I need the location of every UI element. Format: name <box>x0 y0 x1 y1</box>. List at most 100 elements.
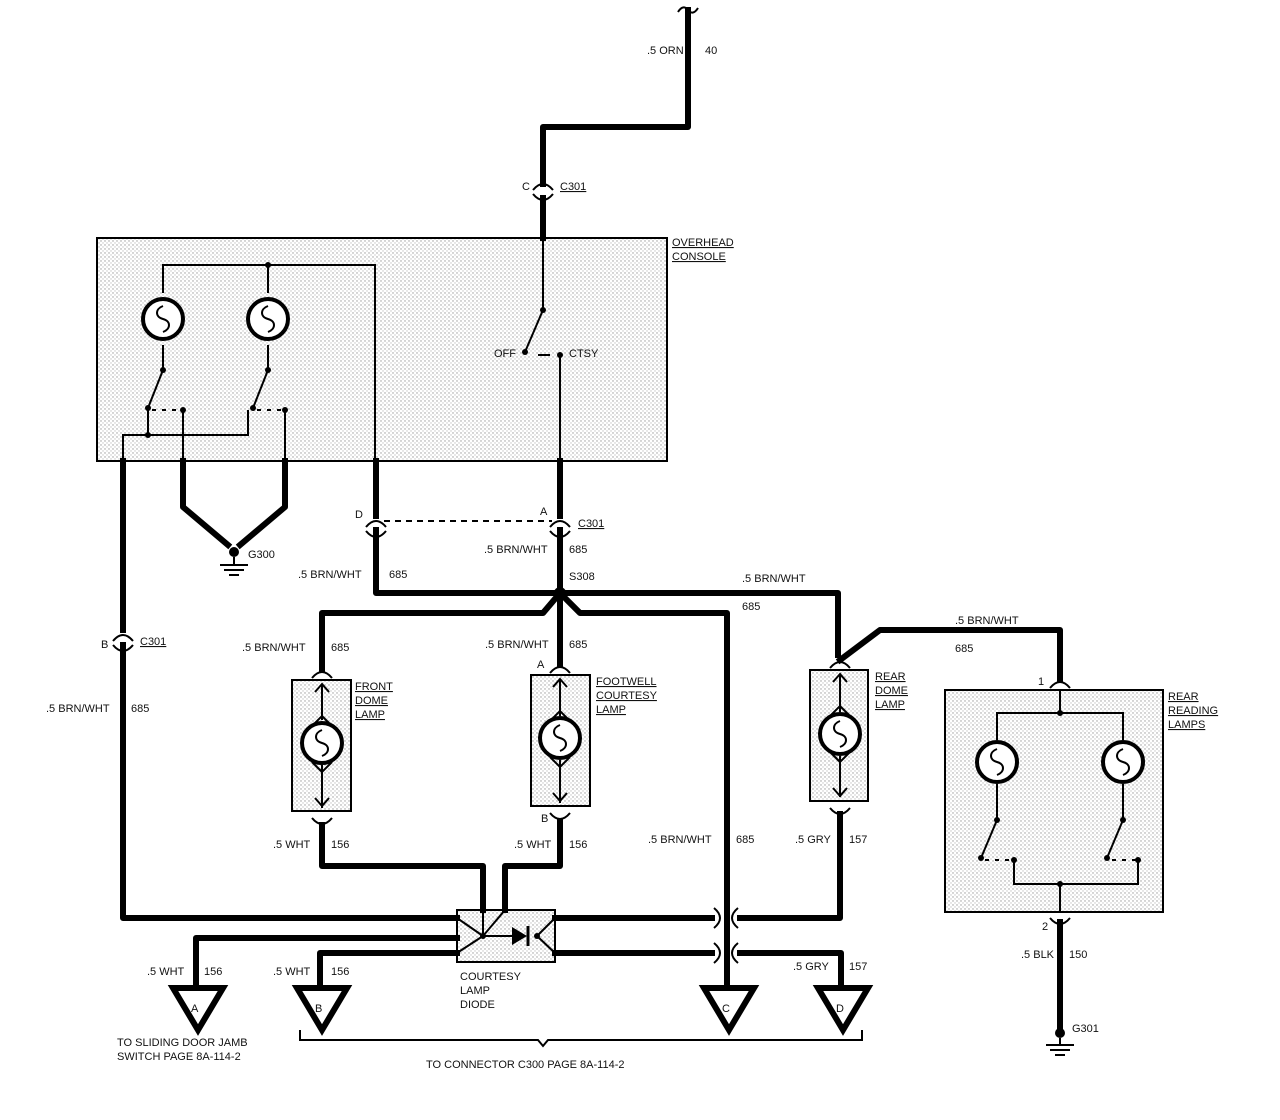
wire-to-front-dome <box>319 588 565 673</box>
label-d-circuit-157: 157 <box>849 961 867 973</box>
label-foot-pin-a: A <box>537 659 545 671</box>
label-overhead-console-2: CONSOLE <box>672 251 726 263</box>
inline-break-1-icon <box>713 907 721 929</box>
wire-g300-a <box>180 458 233 550</box>
label-switch-off: OFF <box>494 348 516 360</box>
label-pin-b-left: B <box>101 639 108 651</box>
label-s308: S308 <box>569 571 595 583</box>
wire-d-157 <box>737 950 844 988</box>
label-footwell-1: FOOTWELL <box>596 676 657 688</box>
label-pin-2: 2 <box>1042 921 1048 933</box>
wire-g300-b <box>235 458 288 550</box>
label-g301: G301 <box>1072 1023 1099 1035</box>
label-a-circuit: 156 <box>204 966 222 978</box>
label-foot-out-wire: .5 WHT <box>514 839 552 851</box>
label-footnote-a-1: TO SLIDING DOOR JAMB <box>117 1037 248 1049</box>
label-right-top-wire: .5 BRN/WHT <box>742 573 806 585</box>
label-right-top-circuit: 685 <box>742 601 760 613</box>
label-rear-reading-3: LAMPS <box>1168 719 1205 731</box>
label-c301-left: C301 <box>140 636 166 648</box>
internal-wiring <box>122 238 1139 954</box>
label-foot-wire: .5 BRN/WHT <box>485 639 549 651</box>
label-terminal-a: A <box>191 1003 199 1015</box>
terminals <box>167 985 874 1036</box>
wire-a-156 <box>193 935 460 988</box>
label-diode-3: DIODE <box>460 999 495 1011</box>
label-front-dome-3: LAMP <box>355 709 385 721</box>
label-front-out-wire: .5 WHT <box>273 839 311 851</box>
label-top-wire: .5 ORN <box>647 45 684 57</box>
label-terminal-b: B <box>315 1003 322 1015</box>
label-footwell-3: LAMP <box>596 704 626 716</box>
connector-c301-a-icon <box>549 520 571 528</box>
wire-to-rear-reading <box>835 627 1063 683</box>
wire-break-icon <box>677 6 699 14</box>
label-terminal-d: D <box>836 1003 844 1015</box>
label-rear-dome-2: DOME <box>875 685 908 697</box>
label-a-wire: .5 WHT <box>147 966 185 978</box>
inline-break-2-icon <box>713 942 721 964</box>
label-rear-dome-3: LAMP <box>875 699 905 711</box>
label-footwell-2: COURTESY <box>596 690 658 702</box>
label-c301-top: C301 <box>560 181 586 193</box>
label-far-left-circuit: 685 <box>131 703 149 715</box>
terminal-a-icon <box>167 985 229 1036</box>
overhead-console-box <box>96 237 668 462</box>
ground-g301-icon <box>1046 1028 1074 1056</box>
connector-c301-b-icon <box>112 634 134 642</box>
label-rear-dome-1: REAR <box>875 671 906 683</box>
label-diode-2: LAMP <box>460 985 490 997</box>
ground-g300-icon <box>220 547 248 576</box>
label-front-dome-1: FRONT <box>355 681 393 693</box>
label-c301-pin-c: C <box>522 181 530 193</box>
front-dome-bottom-connector-icon <box>311 817 333 825</box>
label-footnote-a-2: SWITCH PAGE 8A-114-2 <box>117 1051 241 1063</box>
connector-c301-d-icon <box>365 520 387 528</box>
terminal-b-icon <box>291 985 353 1036</box>
wire-d-lower <box>373 527 563 596</box>
rear-reading-pin1-icon <box>1049 681 1071 689</box>
rear-dome-top-connector-icon <box>829 661 851 669</box>
wire-foot-156 <box>502 819 563 913</box>
label-mid-wire: .5 BRN/WHT <box>484 544 548 556</box>
wire-front-156 <box>319 822 486 913</box>
connector-brace <box>299 1030 863 1048</box>
label-pin-d: D <box>355 509 363 521</box>
label-pin-a-mid: A <box>540 506 548 518</box>
front-dome-top-connector-icon <box>311 671 333 679</box>
label-rear-out-circuit: 157 <box>849 834 867 846</box>
terminal-d-icon <box>812 985 874 1036</box>
label-front-dome-2: DOME <box>355 695 388 707</box>
label-rear-reading-wire: .5 BRN/WHT <box>955 615 1019 627</box>
label-foot-circuit: 685 <box>569 639 587 651</box>
rear-reading-lamps-box <box>944 689 1164 913</box>
label-d-circuit: 685 <box>389 569 407 581</box>
label-mid-circuit: 685 <box>569 544 587 556</box>
label-foot-pin-b: B <box>541 813 548 825</box>
splice-s308-icon <box>554 587 566 599</box>
diode-symbol-icon <box>512 927 527 945</box>
label-c301-mid: C301 <box>578 518 604 530</box>
label-far-left-wire: .5 BRN/WHT <box>46 703 110 715</box>
label-pin-1: 1 <box>1038 676 1044 688</box>
switch-contacts <box>145 262 1141 939</box>
wire-b-156 <box>317 950 460 988</box>
label-switch-ctsy: CTSY <box>569 348 599 360</box>
label-b-wire: .5 WHT <box>273 966 311 978</box>
label-c-wire: .5 BRN/WHT <box>648 834 712 846</box>
label-d-wire: .5 BRN/WHT <box>298 569 362 581</box>
label-footnote-bcd: TO CONNECTOR C300 PAGE 8A-114-2 <box>426 1059 624 1071</box>
wire-b-lower <box>120 642 460 921</box>
label-rear-reading-circuit: 685 <box>955 643 973 655</box>
label-rear-reading-2: READING <box>1168 705 1218 717</box>
wire-to-rear-dome <box>557 590 841 658</box>
label-rear-reading-1: REAR <box>1168 691 1199 703</box>
connector-c301-c-icon <box>532 183 554 191</box>
wire-orn-40 <box>540 7 691 187</box>
footwell-bottom-connector-icon <box>549 812 571 820</box>
label-terminal-c: C <box>722 1003 730 1015</box>
label-blk-circuit: 150 <box>1069 949 1087 961</box>
wire-rear-157 <box>737 811 843 921</box>
